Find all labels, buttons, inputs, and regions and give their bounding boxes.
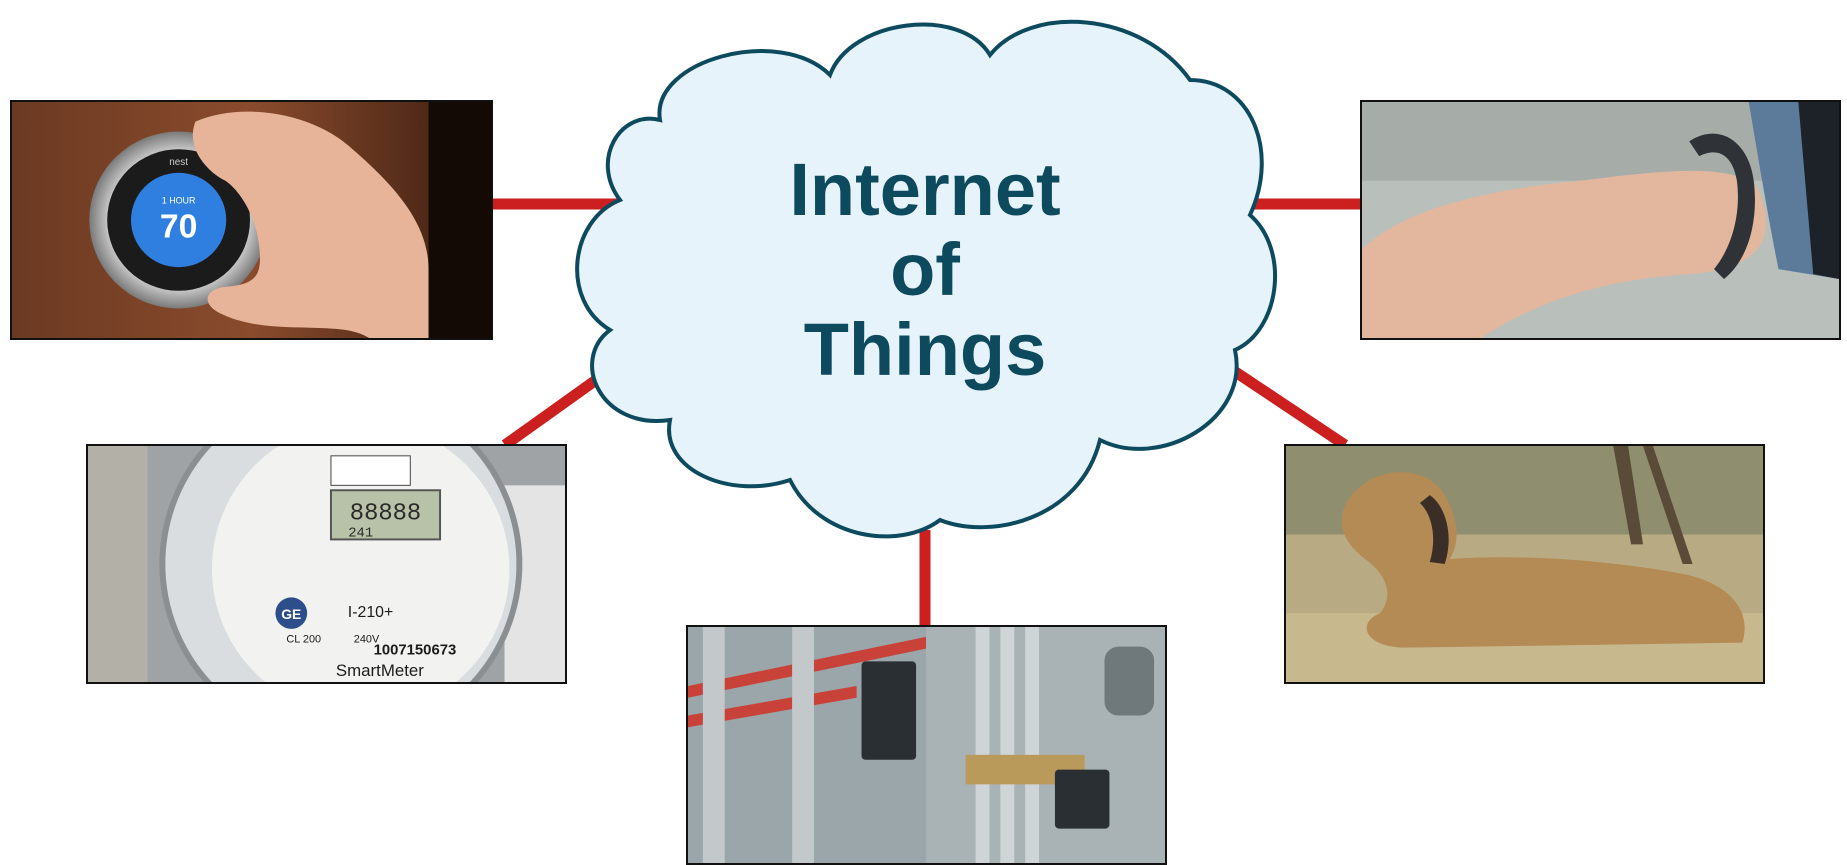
meter-serial: 1007150673: [374, 643, 457, 659]
title-line-internet: Internet: [789, 148, 1061, 231]
meter-subdigits: 241: [348, 526, 373, 542]
fitness-band-photo: [1360, 100, 1841, 340]
wristband-icon: [1362, 102, 1839, 338]
meter-class: CL 200: [286, 634, 321, 646]
electric-meter-icon: 88888 241 GE I-210+ CL 200 240V 10071506…: [88, 446, 565, 682]
connector-meter: [501, 365, 614, 450]
thermostat-mode-text: 1 HOUR: [162, 195, 196, 205]
meter-brand: GE: [281, 606, 301, 622]
meter-digits: 88888: [350, 501, 421, 528]
industrial-sensor-photo: [686, 625, 1167, 865]
smart-meter-photo: 88888 241 GE I-210+ CL 200 240V 10071506…: [86, 444, 567, 684]
sensor-box-icon: [688, 627, 1165, 863]
smart-thermostat-photo: 1 HOUR 70 nest: [10, 100, 493, 340]
meter-voltage: 240V: [354, 634, 380, 646]
thermostat-brand-text: nest: [169, 157, 188, 168]
thermostat-icon: 1 HOUR 70 nest: [12, 102, 491, 338]
thermostat-value-text: 70: [160, 209, 198, 246]
title-line-things: Things: [803, 308, 1047, 391]
meter-product: SmartMeter: [336, 661, 424, 680]
meter-model: I-210+: [348, 604, 393, 621]
lion-collar-icon: [1286, 446, 1763, 682]
title-line-of: of: [890, 228, 960, 311]
lion-tracking-collar-photo: [1284, 444, 1765, 684]
cloud-title: Internet of Things: [700, 150, 1150, 390]
